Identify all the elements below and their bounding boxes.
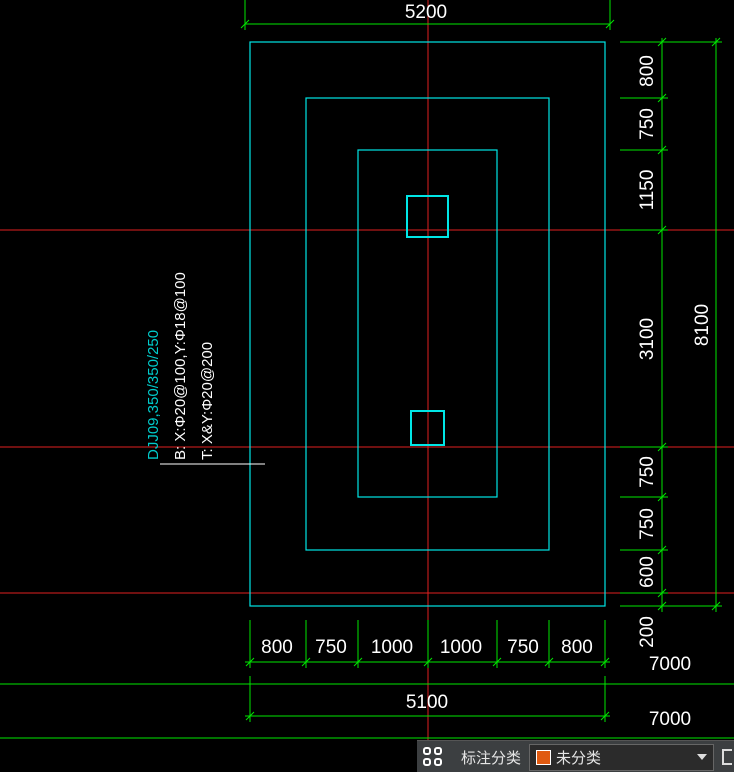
footing-step-1[interactable] [249,41,606,607]
dim-right-seg-8: 200 [637,616,658,648]
dim-top-total: 5200 [405,2,447,23]
dim-right-total: 8100 [692,304,713,346]
footing-step-3[interactable] [357,149,498,498]
dim-right-seg-2: 750 [637,108,658,140]
cad-drawing-canvas[interactable]: 5200 800 750 1150 3100 750 750 600 200 8… [0,0,734,740]
dim-bottom-seg-2: 750 [315,637,347,658]
copy-icon[interactable] [722,749,732,765]
dim-right-seg-4: 3100 [637,318,658,360]
footing-name-label[interactable]: DJJ09,350/350/250 [145,330,162,460]
category-select-value: 未分类 [556,749,602,767]
status-bar: 标注分类 未分类 [0,740,734,772]
dim-bottom-seg-3: 1000 [371,637,413,658]
dim-right-seg-1: 800 [637,55,658,87]
grid-toggle-icon[interactable] [423,747,445,769]
dim-right-seg-6: 750 [637,508,658,540]
axis-spacing-1: 7000 [649,654,691,675]
dim-bottom-seg-4: 1000 [440,637,482,658]
dim-bottom-total: 5100 [406,692,448,713]
dimension-lines [0,0,734,739]
top-rebar-label[interactable]: T: X&Y:Φ20@200 [199,342,216,460]
dim-bottom-seg-6: 800 [561,637,593,658]
axis-lines [0,0,734,740]
dim-right-seg-7: 600 [637,556,658,588]
column-1[interactable] [406,195,449,238]
category-label: 标注分类 [461,749,522,767]
dim-bottom-seg-5: 750 [507,637,539,658]
axis-spacing-2: 7000 [649,709,691,730]
bottom-rebar-label[interactable]: B: X:Φ20@100,Y:Φ18@100 [172,272,189,460]
annotation-category-bar: 标注分类 未分类 [417,740,734,772]
dim-right-seg-5: 750 [637,456,658,488]
category-select[interactable]: 未分类 [529,744,714,771]
footing-outlines[interactable] [249,41,606,607]
category-color-swatch [536,750,551,765]
dim-right-seg-3: 1150 [637,170,658,211]
chevron-down-icon [697,754,707,760]
dim-bottom-seg-1: 800 [261,637,293,658]
column-2[interactable] [410,410,445,446]
footing-step-2[interactable] [305,97,550,551]
